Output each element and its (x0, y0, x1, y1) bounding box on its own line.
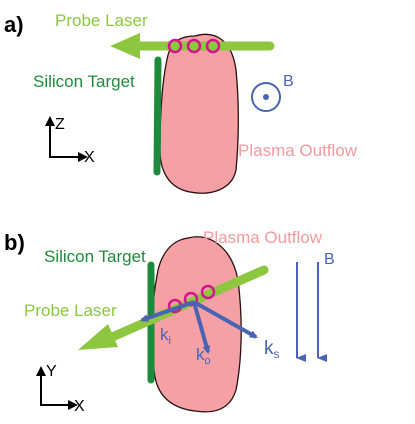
plasma-outflow-label-b: Plasma Outflow (203, 228, 323, 247)
k-s-label: ks (264, 338, 280, 361)
silicon-target-bar-a (153, 56, 162, 176)
plasma-outflow-label-a: Plasma Outflow (238, 141, 358, 160)
b-field-out-of-page-icon (251, 82, 281, 112)
axis-z-label: Z (55, 116, 65, 133)
panel-b: b) ki ko ks B Silicon Target Plasma Outf… (4, 228, 335, 415)
panel-a: a) Probe Laser Silicon Target Plasma Out… (4, 11, 358, 194)
k-i-label: ki (160, 325, 171, 347)
plasma-blob-a (159, 33, 239, 194)
probe-laser-arrowhead-b (78, 324, 118, 350)
axis-x-label-b: X (74, 398, 85, 415)
b-field-label-b: B (324, 251, 335, 268)
panel-a-label: a) (4, 12, 24, 37)
silicon-target-label-b: Silicon Target (44, 247, 146, 266)
k-o-vector (192, 301, 211, 354)
b-field-label-a: B (283, 73, 294, 90)
k-s-vector (193, 300, 258, 339)
panel-b-label: b) (4, 230, 25, 255)
b-field-dot-icon (263, 94, 269, 100)
probe-laser-arrowhead-a (110, 33, 140, 59)
scatter-circle-a-1 (167, 38, 183, 54)
probe-laser-label-b: Probe Laser (24, 301, 117, 320)
scatter-circle-b-3 (200, 284, 216, 300)
scatter-circle-a-3 (205, 38, 221, 54)
k-i-vector (140, 300, 195, 322)
axes-icon-a (45, 116, 88, 162)
silicon-target-label-a: Silicon Target (33, 72, 135, 91)
axis-y-label: Y (46, 363, 57, 380)
axis-x-label-a: X (84, 149, 95, 166)
k-o-label: ko (196, 345, 211, 367)
probe-laser-label-a: Probe Laser (55, 11, 148, 30)
axes-icon-b (36, 366, 78, 410)
scatter-circle-a-2 (186, 38, 202, 54)
